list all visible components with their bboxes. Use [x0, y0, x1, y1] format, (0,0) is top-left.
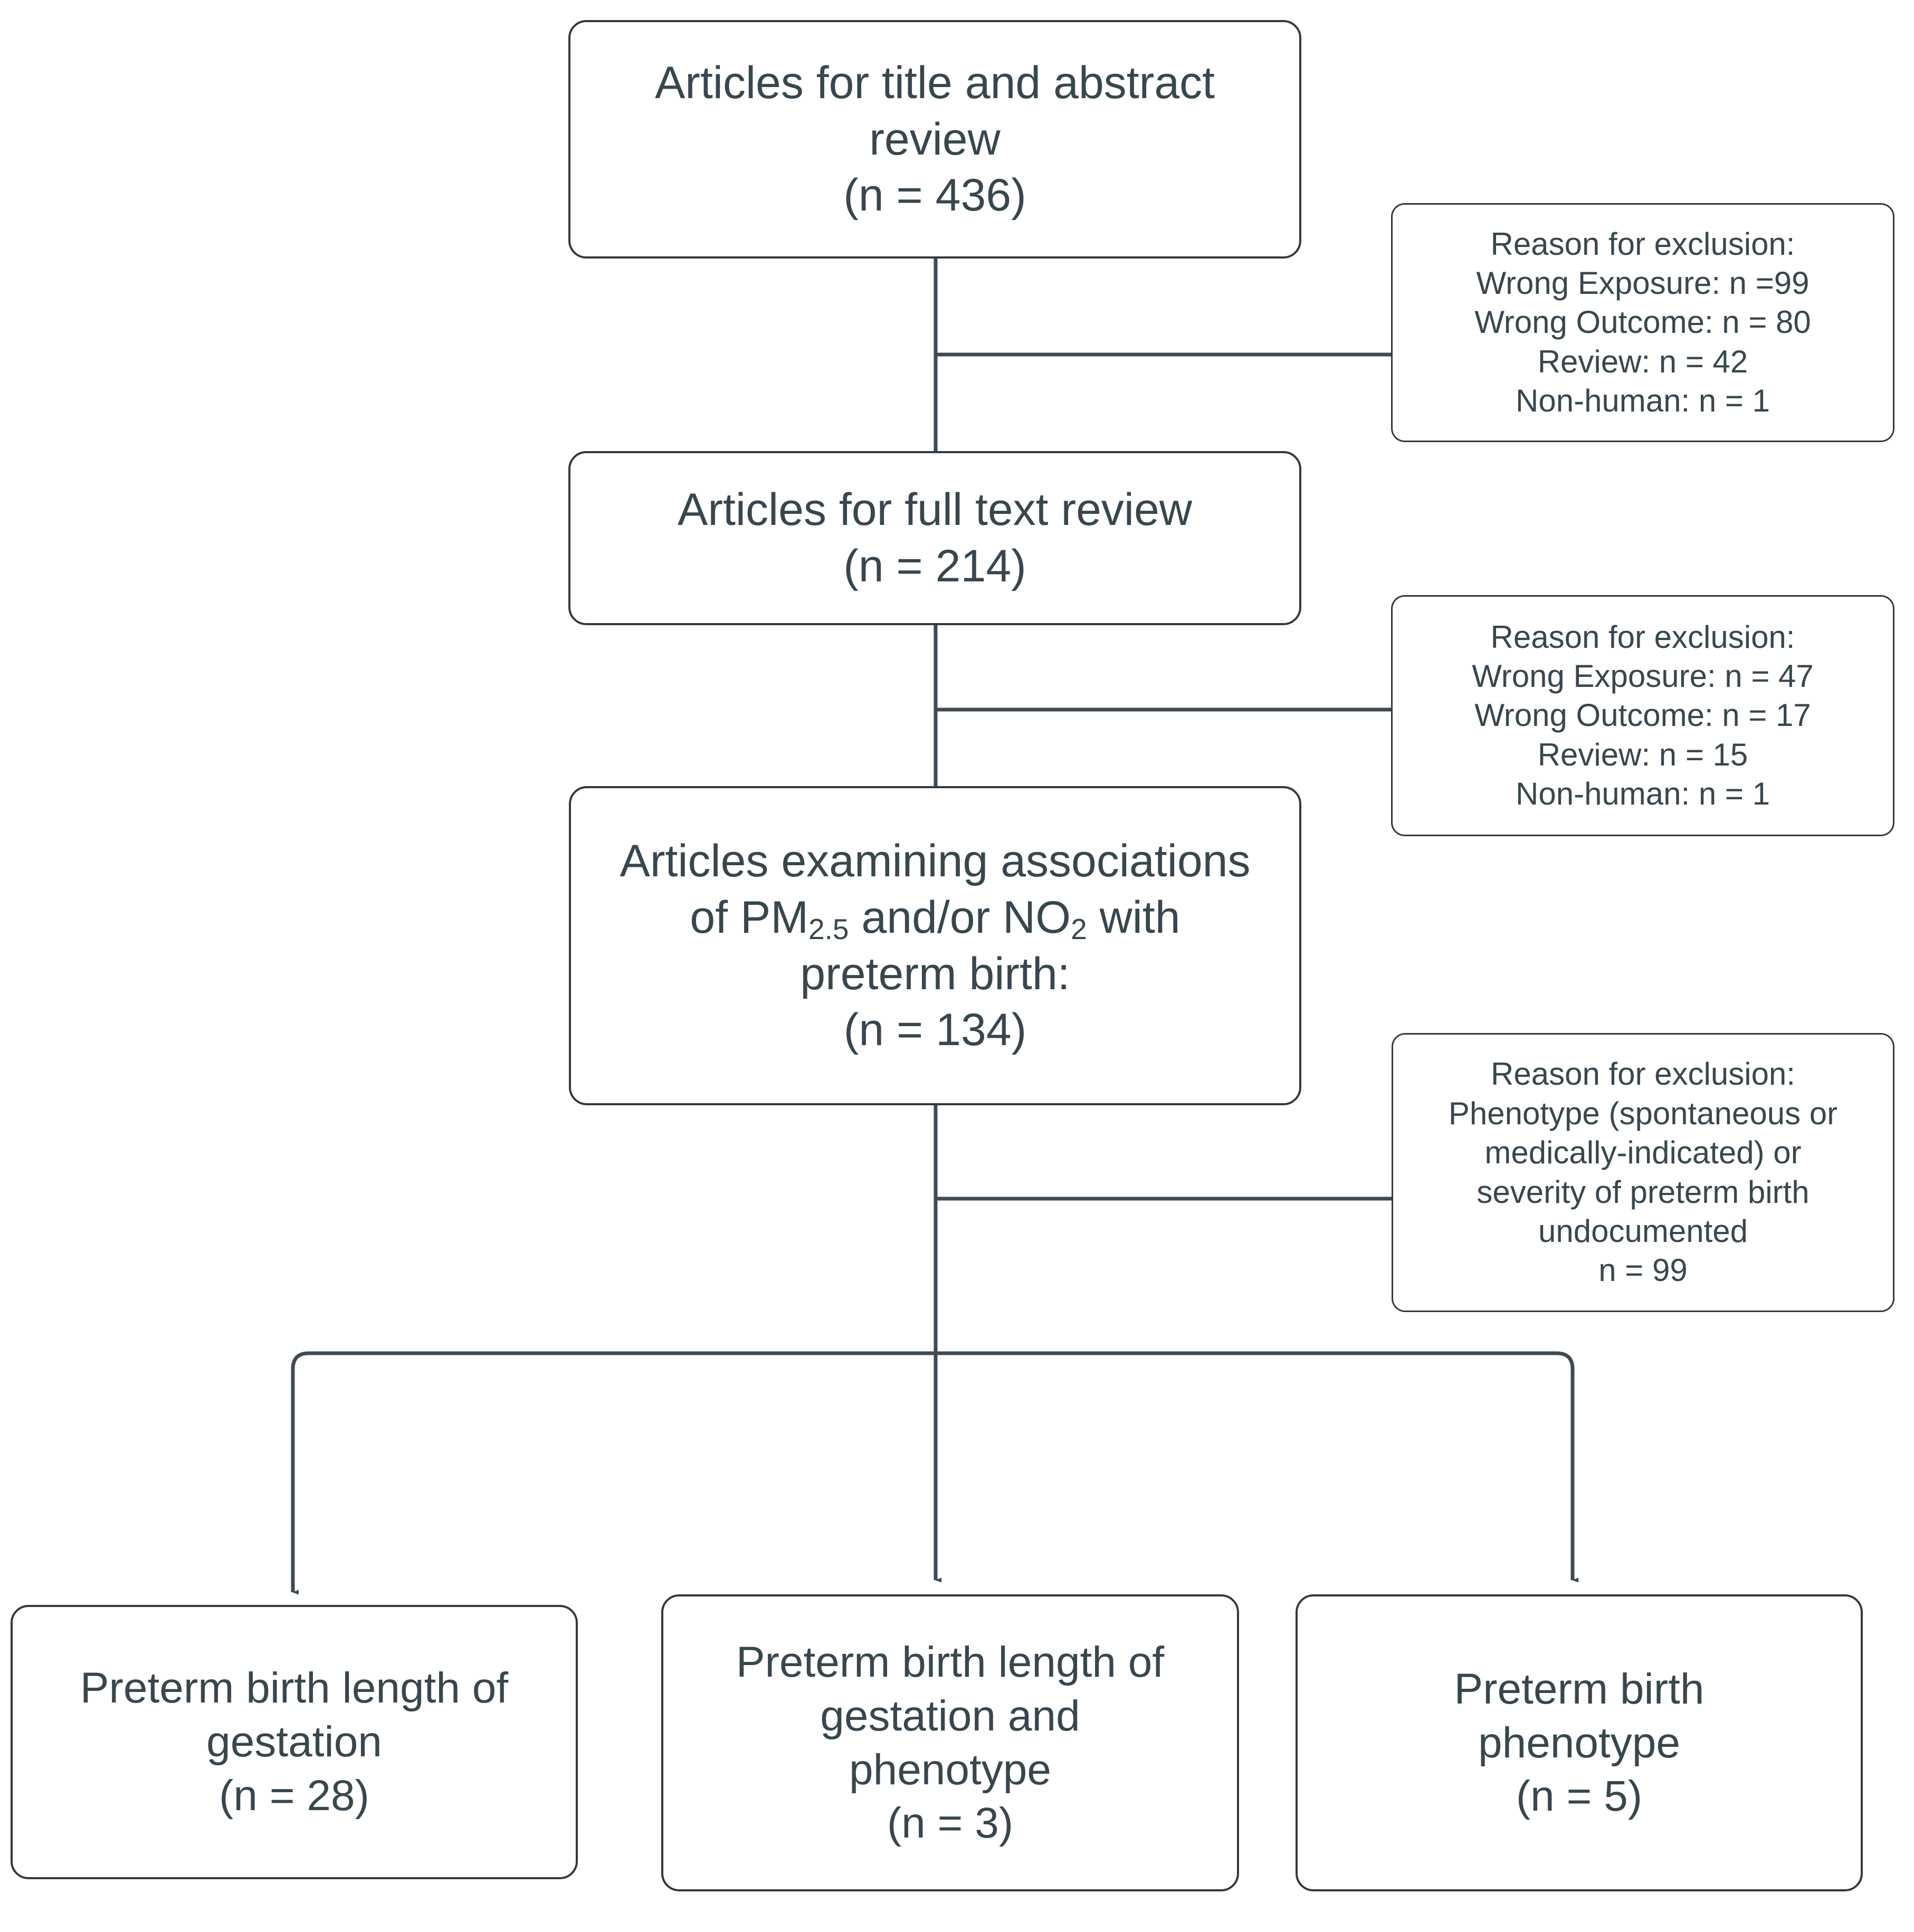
- node-outcome-length-of-gestation[interactable]: Preterm birth length of gestation (n = 2…: [11, 1605, 578, 1879]
- node-full-text-count: (n = 214): [843, 541, 1026, 591]
- outcome-1-count: (n = 28): [219, 1771, 369, 1820]
- outcome-2-line-3: phenotype: [849, 1745, 1051, 1794]
- node-title-abstract-line-2: review: [869, 113, 1001, 165]
- exclusion-1-reason-review: Review: n = 42: [1537, 343, 1748, 379]
- exclusion-1-reason-wrong-exposure: Wrong Exposure: n =99: [1476, 265, 1810, 301]
- outcome-2-line-1: Preterm birth length of: [736, 1638, 1165, 1687]
- exclusion-1-heading: Reason for exclusion:: [1490, 226, 1795, 262]
- node-associations-count: (n = 134): [843, 1005, 1027, 1056]
- associations-pm-prefix: of PM: [690, 892, 808, 943]
- exclusion-2-reason-review: Review: n = 15: [1537, 737, 1748, 772]
- node-associations-line-3: preterm birth:: [800, 948, 1070, 999]
- node-exclusion-2[interactable]: Reason for exclusion: Wrong Exposure: n …: [1391, 595, 1894, 836]
- node-full-text-review[interactable]: Articles for full text review (n = 214): [568, 451, 1301, 625]
- node-exclusion-1[interactable]: Reason for exclusion: Wrong Exposure: n …: [1391, 203, 1894, 442]
- node-title-abstract-count: (n = 436): [843, 170, 1026, 221]
- exclusion-2-heading: Reason for exclusion:: [1490, 619, 1795, 655]
- outcome-2-line-2: gestation and: [820, 1691, 1080, 1740]
- outcome-2-count: (n = 3): [887, 1799, 1014, 1848]
- outcome-3-line-2: phenotype: [1478, 1718, 1680, 1767]
- no2-subscript: 2: [1071, 912, 1087, 945]
- outcome-1-line-2: gestation: [206, 1718, 382, 1766]
- exclusion-2-reason-non-human: Non-human: n = 1: [1516, 776, 1770, 812]
- node-associations-line-2: of PM2.5 and/or NO2 with: [585, 890, 1285, 946]
- node-outcome-phenotype[interactable]: Preterm birth phenotype (n = 5): [1296, 1594, 1863, 1891]
- node-title-abstract-line-1: Articles for title and abstract: [654, 58, 1215, 109]
- exclusion-3-heading: Reason for exclusion:: [1491, 1056, 1795, 1092]
- exclusion-3-reason-line-2: medically-indicated) or: [1484, 1135, 1802, 1171]
- outcome-3-line-1: Preterm birth: [1454, 1665, 1704, 1713]
- connector-split-to-outcome-right: [936, 1351, 1578, 1583]
- exclusion-2-reason-wrong-outcome: Wrong Outcome: n = 17: [1474, 697, 1811, 733]
- pm25-subscript: 2.5: [808, 912, 849, 945]
- exclusion-3-count: n = 99: [1598, 1252, 1688, 1288]
- exclusion-3-reason-line-3: severity of preterm birth: [1477, 1174, 1810, 1210]
- exclusion-1-reason-wrong-outcome: Wrong Outcome: n = 80: [1474, 304, 1811, 340]
- node-full-text-line-1: Articles for full text review: [678, 484, 1192, 535]
- node-exclusion-3[interactable]: Reason for exclusion: Phenotype (spontan…: [1392, 1033, 1894, 1312]
- node-articles-examining-associations[interactable]: Articles examining associations of PM2.5…: [569, 786, 1301, 1105]
- exclusion-3-reason-line-4: undocumented: [1538, 1213, 1748, 1249]
- connector-split-to-outcome-left: [291, 1351, 936, 1595]
- exclusion-3-reason-line-1: Phenotype (spontaneous or: [1448, 1095, 1838, 1131]
- node-title-abstract-review[interactable]: Articles for title and abstract review (…: [568, 20, 1301, 259]
- node-outcome-gestation-and-phenotype[interactable]: Preterm birth length of gestation and ph…: [661, 1594, 1239, 1891]
- exclusion-2-reason-wrong-exposure: Wrong Exposure: n = 47: [1472, 658, 1814, 694]
- outcome-1-line-1: Preterm birth length of: [80, 1664, 509, 1713]
- exclusion-1-reason-non-human: Non-human: n = 1: [1516, 383, 1770, 419]
- node-associations-line-1: Articles examining associations: [620, 836, 1251, 887]
- outcome-3-count: (n = 5): [1516, 1772, 1643, 1821]
- associations-line2-suffix: with: [1087, 892, 1180, 943]
- associations-no-mid: and/or NO: [849, 892, 1071, 943]
